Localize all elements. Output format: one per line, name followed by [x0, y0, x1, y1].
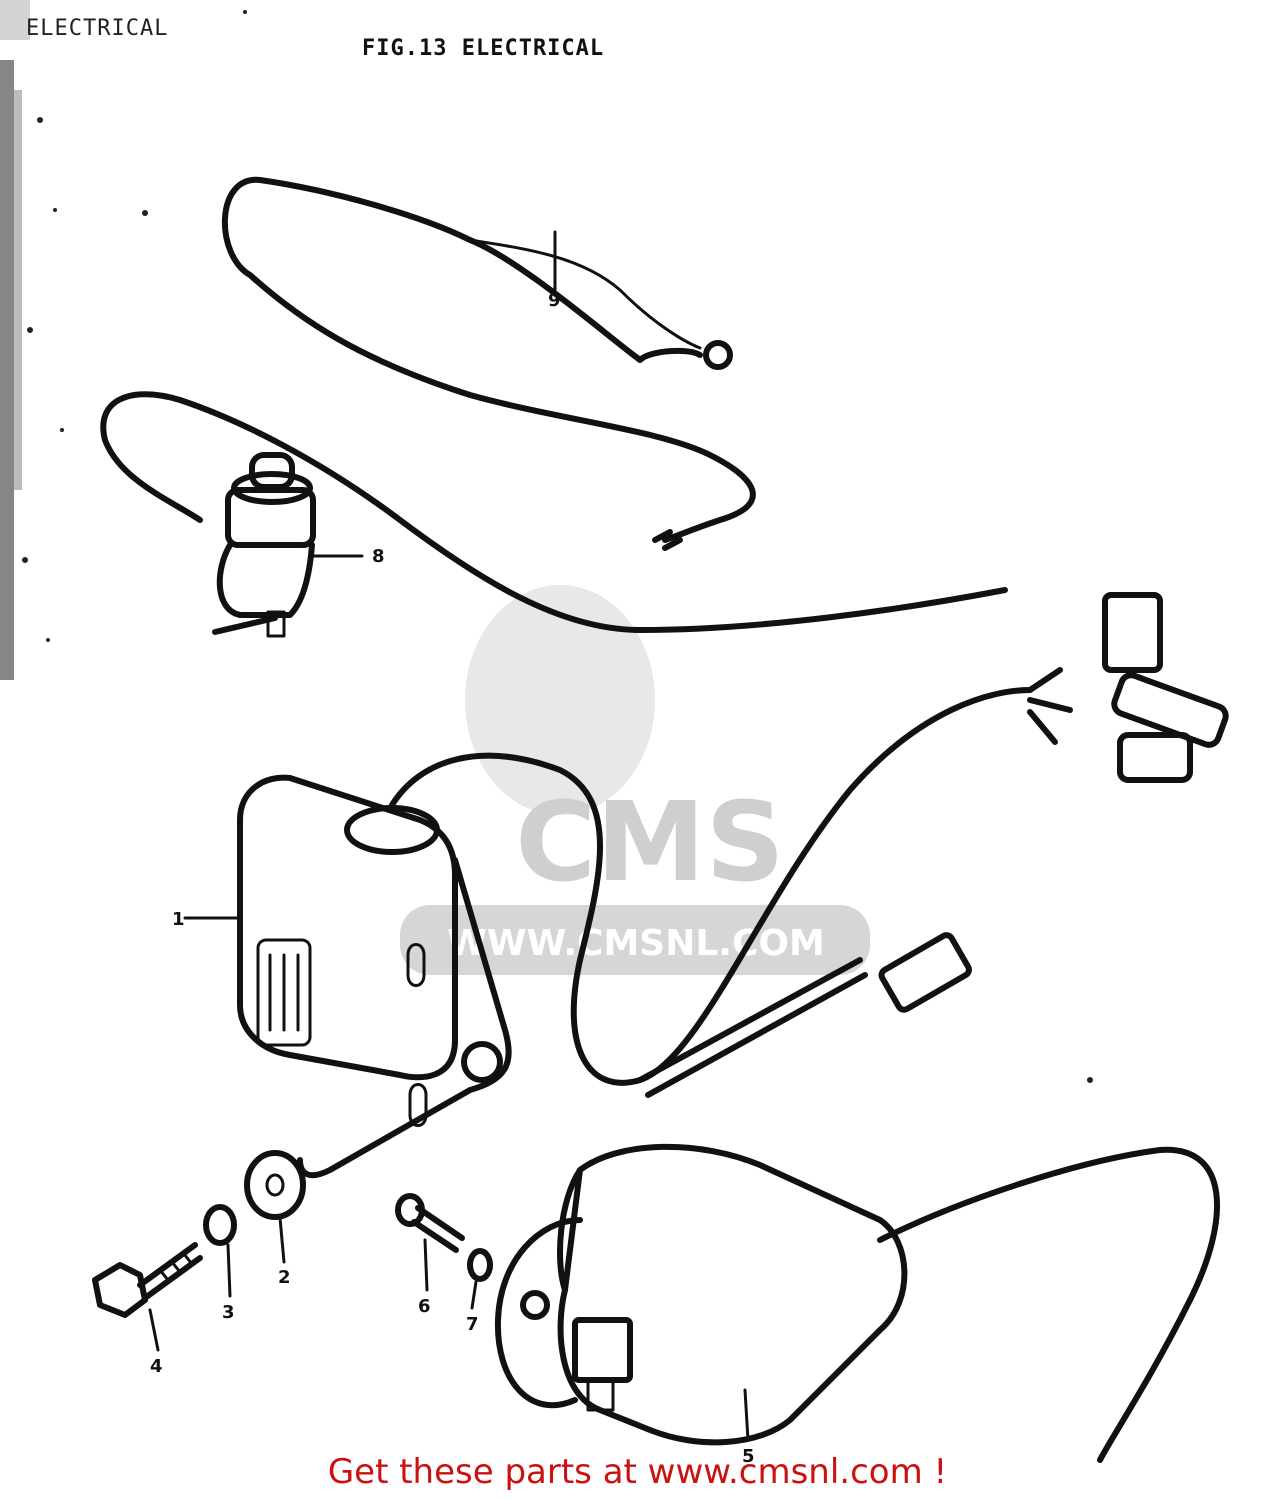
part-5-ignition-coil	[494, 932, 1221, 1463]
part-9-lead-wire	[221, 176, 756, 551]
part-3-lock-washer	[203, 1204, 237, 1298]
watermark-brand: CMS	[515, 778, 784, 906]
callout-5: 5	[742, 1446, 755, 1467]
callout-2: 2	[278, 1267, 291, 1288]
part-8-switch	[100, 391, 1008, 638]
callout-3: 3	[222, 1302, 235, 1323]
part-7-washer	[467, 1248, 493, 1310]
part-1-cdi-unit	[237, 592, 1229, 1179]
figure-title: FIG.13 ELECTRICAL	[362, 36, 605, 61]
part-2-washer	[244, 1150, 306, 1264]
callout-8: 8	[372, 546, 385, 567]
part-4-bolt	[92, 1242, 203, 1352]
watermark-url: WWW.CMSNL.COM	[447, 923, 825, 964]
footer-link[interactable]: Get these parts at www.cmsnl.com !	[327, 1452, 948, 1492]
callout-1: 1	[172, 909, 185, 930]
scan-noise	[0, 0, 1093, 1083]
callout-9: 9	[548, 290, 561, 311]
part-6-screw	[395, 1193, 465, 1292]
callout-6: 6	[418, 1296, 431, 1317]
page-label: ELECTRICAL	[26, 16, 169, 41]
callout-7: 7	[466, 1314, 479, 1335]
callout-4: 4	[150, 1356, 163, 1377]
